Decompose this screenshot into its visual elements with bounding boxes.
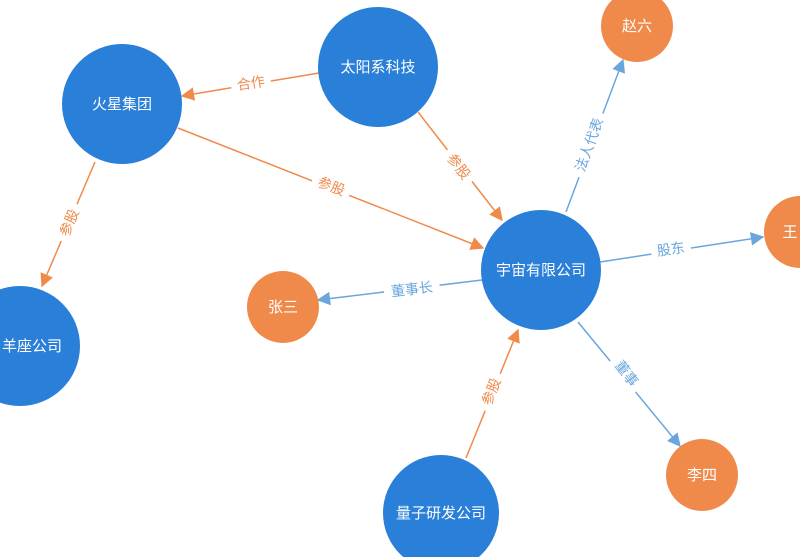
node-zhao-liu[interactable]: 赵六 <box>601 0 673 62</box>
edge-label-shareholder: 股东 <box>656 240 686 260</box>
node-label-zhang-san: 张三 <box>268 298 298 316</box>
edge-label-chairman: 董事长 <box>390 280 434 301</box>
node-quantum-rd[interactable]: 量子研发公司 <box>383 455 499 557</box>
node-label-mars-group: 火星集团 <box>92 95 152 113</box>
node-wang[interactable]: 王 <box>764 196 800 268</box>
edge-labels: 合作 参股 参股 参股 参股 董事长 法人代表 股东 <box>52 70 693 415</box>
edge-label-legal-rep: 法人代表 <box>573 116 607 174</box>
node-label-wang: 王 <box>782 223 797 241</box>
node-aries-company[interactable]: 羊座公司 <box>0 286 80 406</box>
node-mars-group[interactable]: 火星集团 <box>62 44 182 164</box>
edge-label-partner: 合作 <box>236 74 266 94</box>
node-li-si[interactable]: 李四 <box>666 439 738 511</box>
node-label-quantum-rd: 量子研发公司 <box>396 504 486 522</box>
node-universe-ltd[interactable]: 宇宙有限公司 <box>481 210 601 330</box>
node-label-aries-company: 羊座公司 <box>2 337 62 355</box>
node-label-solar-tech: 太阳系科技 <box>340 58 415 76</box>
edge-label-stake-mars-universe: 参股 <box>315 174 347 200</box>
node-solar-tech[interactable]: 太阳系科技 <box>318 7 438 127</box>
node-zhang-san[interactable]: 张三 <box>247 271 319 343</box>
node-label-li-si: 李四 <box>687 466 717 484</box>
node-label-zhao-liu: 赵六 <box>622 17 652 35</box>
node-label-universe-ltd: 宇宙有限公司 <box>496 261 586 279</box>
